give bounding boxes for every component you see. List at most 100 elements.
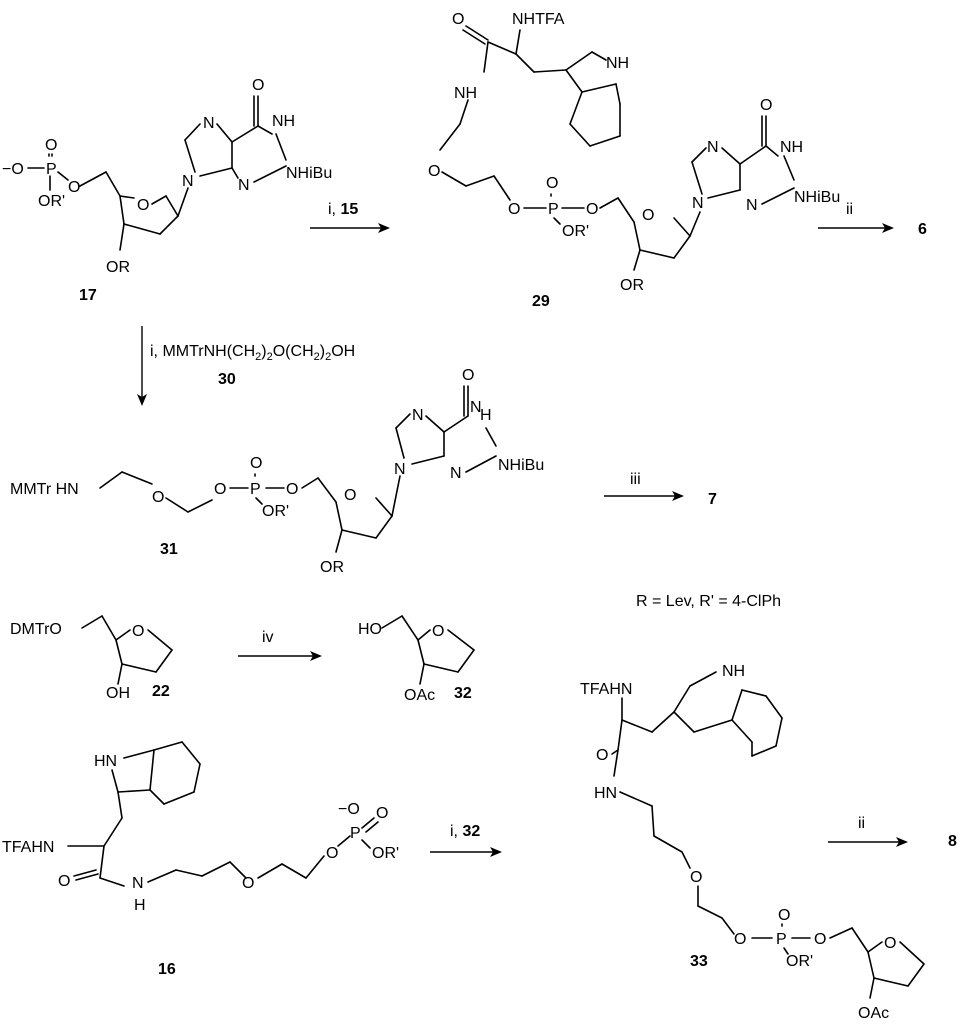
atom-h: H — [134, 897, 146, 914]
atom-n: N — [692, 195, 704, 212]
atom-o: O — [286, 481, 298, 498]
arrow-33-to-8: ii 8 — [828, 815, 957, 850]
atom-o: O — [132, 623, 144, 640]
atom-o: O — [58, 873, 70, 890]
atom-or: OR — [320, 559, 344, 576]
atom-n: N — [707, 139, 719, 156]
atom-nh: NH — [454, 85, 477, 102]
atom-o: O — [586, 201, 598, 218]
atom-nh: NH — [722, 663, 745, 680]
atom-n: N — [203, 115, 215, 132]
atom-o: O — [214, 481, 226, 498]
atom-mmtr-hn: MMTr HN — [10, 481, 79, 498]
compound-label-29: 29 — [532, 293, 550, 310]
atom-o: O — [462, 367, 474, 384]
atom-o: O — [884, 935, 896, 952]
atom-o: O — [45, 137, 57, 154]
atom-n: N — [412, 407, 424, 424]
atom-ho: HO — [358, 621, 382, 638]
atom-oh: OH — [106, 685, 130, 702]
compound-label-30: 30 — [218, 371, 236, 388]
atom-o: O — [428, 163, 440, 180]
atom-tfahn: TFAHN — [2, 839, 54, 856]
atom-o: O — [326, 845, 338, 862]
atom-n: N — [394, 461, 406, 478]
atom-o: O — [376, 805, 388, 822]
atom-nhibu: NHiBu — [794, 189, 840, 206]
atom-nhtfa: NHTFA — [512, 11, 565, 28]
atom-or-prime: OR' — [372, 845, 399, 862]
atom-neg-o: −O — [338, 801, 360, 818]
atom-p: P — [46, 161, 57, 178]
compound-label-31: 31 — [160, 541, 178, 558]
structure-31: MMTr HN O O P O OR' O O OR N N O — [10, 367, 544, 576]
arrow-29-to-6: ii 6 — [818, 201, 927, 238]
atom-o: O — [596, 747, 608, 764]
structure-33: TFAHN NH O HN O O P O OR' — [580, 663, 925, 1022]
arrow-17-to-29: i, 15 — [310, 201, 390, 233]
atom-tfahn: TFAHN — [580, 681, 632, 698]
atom-o: O — [690, 869, 702, 886]
product-7: 7 — [708, 491, 717, 508]
structure-32: HO O OAc 32 — [358, 615, 475, 704]
atom-n: N — [450, 465, 462, 482]
atom-p: P — [548, 201, 559, 218]
atom-n: N — [238, 177, 250, 194]
atom-o: O — [250, 455, 262, 472]
arrow-31-to-7: iii 7 — [604, 471, 717, 508]
atom-oac: OAc — [404, 687, 435, 704]
atom-o: O — [68, 179, 80, 196]
arrow-17-to-31: i, MMTrNH(CH2)2O(CH2)2OH 30 — [137, 326, 355, 406]
atom-or-prime: OR' — [786, 953, 813, 970]
atom-p: P — [250, 481, 261, 498]
arrow-22-to-32: iv — [238, 629, 322, 661]
atom-dmtro: DMTrO — [10, 621, 62, 638]
reagent-label: ii — [846, 201, 853, 218]
atom-or: OR — [620, 277, 644, 294]
compound-label-17: 17 — [79, 287, 97, 304]
atom-n: N — [132, 875, 144, 892]
atom-o: O — [760, 97, 772, 114]
compound-label-32: 32 — [454, 685, 472, 702]
atom-o: O — [152, 489, 164, 506]
structure-22: DMTrO O OH 22 — [10, 615, 173, 702]
atom-o: O — [814, 931, 826, 948]
atom-o: O — [137, 197, 149, 214]
atom-o: O — [734, 931, 746, 948]
atom-or-prime: OR' — [38, 193, 65, 210]
atom-hn: HN — [94, 753, 117, 770]
structure-17: −O P O O OR' O OR N N O NH — [2, 77, 332, 304]
atom-n: N — [746, 197, 758, 214]
atom-or: OR — [106, 259, 130, 276]
atom-or-prime: OR' — [262, 503, 289, 520]
atom-o: O — [546, 175, 558, 192]
atom-o: O — [778, 907, 790, 924]
arrow-16-to-33: i, 32 — [430, 823, 502, 857]
reagent-label: i, MMTrNH(CH2)2O(CH2)2OH — [150, 343, 355, 363]
atom-p: P — [350, 825, 361, 842]
atom-nhibu: NHiBu — [286, 165, 332, 182]
atom-p: P — [776, 931, 787, 948]
atom-o: O — [508, 201, 520, 218]
atom-o: O — [432, 623, 444, 640]
compound-label-22: 22 — [152, 683, 170, 700]
atom-o: O — [252, 77, 264, 94]
atom-nh: NH — [272, 113, 295, 130]
atom-nh: NH — [606, 55, 629, 72]
atom-o: O — [242, 875, 254, 892]
atom-hn: HN — [594, 785, 617, 802]
atom-n: N — [182, 173, 194, 190]
reagent-label: i, 32 — [450, 823, 480, 840]
atom-or-prime: OR' — [562, 223, 589, 240]
legend-text: R = Lev, R' = 4-ClPh — [636, 593, 781, 610]
atom-oac: OAc — [858, 1005, 889, 1022]
compound-label-16: 16 — [158, 961, 176, 978]
structure-16: HN TFAHN O N H O O P −O O OR' — [2, 741, 399, 978]
product-6: 6 — [918, 221, 927, 238]
atom-h: H — [480, 407, 492, 424]
atom-o: O — [344, 487, 356, 504]
atom-o: O — [452, 11, 464, 28]
compound-label-33: 33 — [690, 953, 708, 970]
product-8: 8 — [948, 833, 957, 850]
